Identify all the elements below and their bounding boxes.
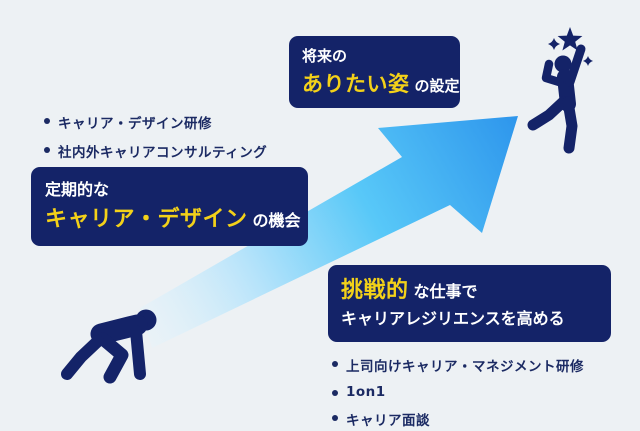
challenge-suffix: な仕事で [413, 282, 478, 302]
career-design-support-list: キャリア・デザイン研修 社内外キャリアコンサルティング [44, 112, 267, 170]
person-bent-leg [527, 96, 569, 131]
list-item-label: 社内外キャリアコンサルティング [58, 145, 268, 161]
future-goal-text: 将来の [302, 46, 348, 65]
challenge-line2: キャリアレジリエンスを高める [341, 309, 598, 329]
future-goal-line1: 将来の [302, 46, 447, 65]
person-raised-arm [565, 44, 586, 87]
list-item-label: キャリア面談 [346, 413, 430, 429]
bullet-dot-icon [44, 118, 50, 124]
runner-rear-leg [61, 335, 104, 380]
career-design-suffix: の機会 [252, 210, 301, 230]
runner-back [90, 314, 148, 345]
list-item: キャリア・デザイン研修 [44, 112, 267, 132]
bullet-dot-icon [44, 147, 50, 153]
list-item-label: 1on1 [346, 384, 386, 400]
career-design-box: 定期的な キャリア・デザイン の機会 [31, 167, 308, 246]
career-design-text: 定期的な [45, 180, 110, 200]
bullet-dot-icon [332, 390, 338, 396]
challenge-highlight: 挑戦的 [341, 278, 409, 304]
runner-front-leg [96, 332, 129, 384]
challenge-line1: 挑戦的 な仕事で [341, 278, 598, 303]
bullet-dot-icon [332, 415, 338, 421]
career-design-line2: キャリア・デザイン の機会 [45, 206, 301, 232]
challenge-box: 挑戦的 な仕事で キャリアレジリエンスを高める [328, 265, 611, 342]
bullet-dot-icon [332, 361, 338, 367]
list-item: 上司向けキャリア・マネジメント研修 [332, 355, 584, 375]
list-item-label: 上司向けキャリア・マネジメント研修 [346, 359, 584, 375]
future-goal-highlight: ありたい姿 [302, 72, 410, 97]
sparkle-icon [548, 38, 560, 50]
person-straight-leg [562, 96, 578, 154]
list-item: 社内外キャリアコンサルティング [44, 141, 267, 161]
future-goal-line2: ありたい姿 の設定 [302, 72, 460, 97]
list-item: キャリア面談 [332, 409, 584, 429]
star-icon [557, 27, 583, 51]
jumping-person-icon [527, 27, 593, 154]
crouching-runner-icon [61, 309, 157, 384]
person-bent-arm [541, 59, 564, 87]
career-design-line1: 定期的な [45, 180, 294, 200]
challenge-support-list: 上司向けキャリア・マネジメント研修 1on1 キャリア面談 [332, 355, 584, 431]
runner-arm [130, 325, 146, 380]
sparkle-icon [583, 56, 593, 66]
list-item: 1on1 [332, 384, 584, 400]
challenge-text: キャリアレジリエンスを高める [341, 309, 565, 329]
career-design-highlight: キャリア・デザイン [45, 206, 248, 232]
future-goal-box: 将来の ありたい姿 の設定 [289, 36, 460, 108]
future-goal-suffix: の設定 [414, 77, 460, 96]
list-item-label: キャリア・デザイン研修 [58, 116, 212, 132]
arrow-shape [140, 116, 518, 348]
person-head [554, 55, 572, 73]
